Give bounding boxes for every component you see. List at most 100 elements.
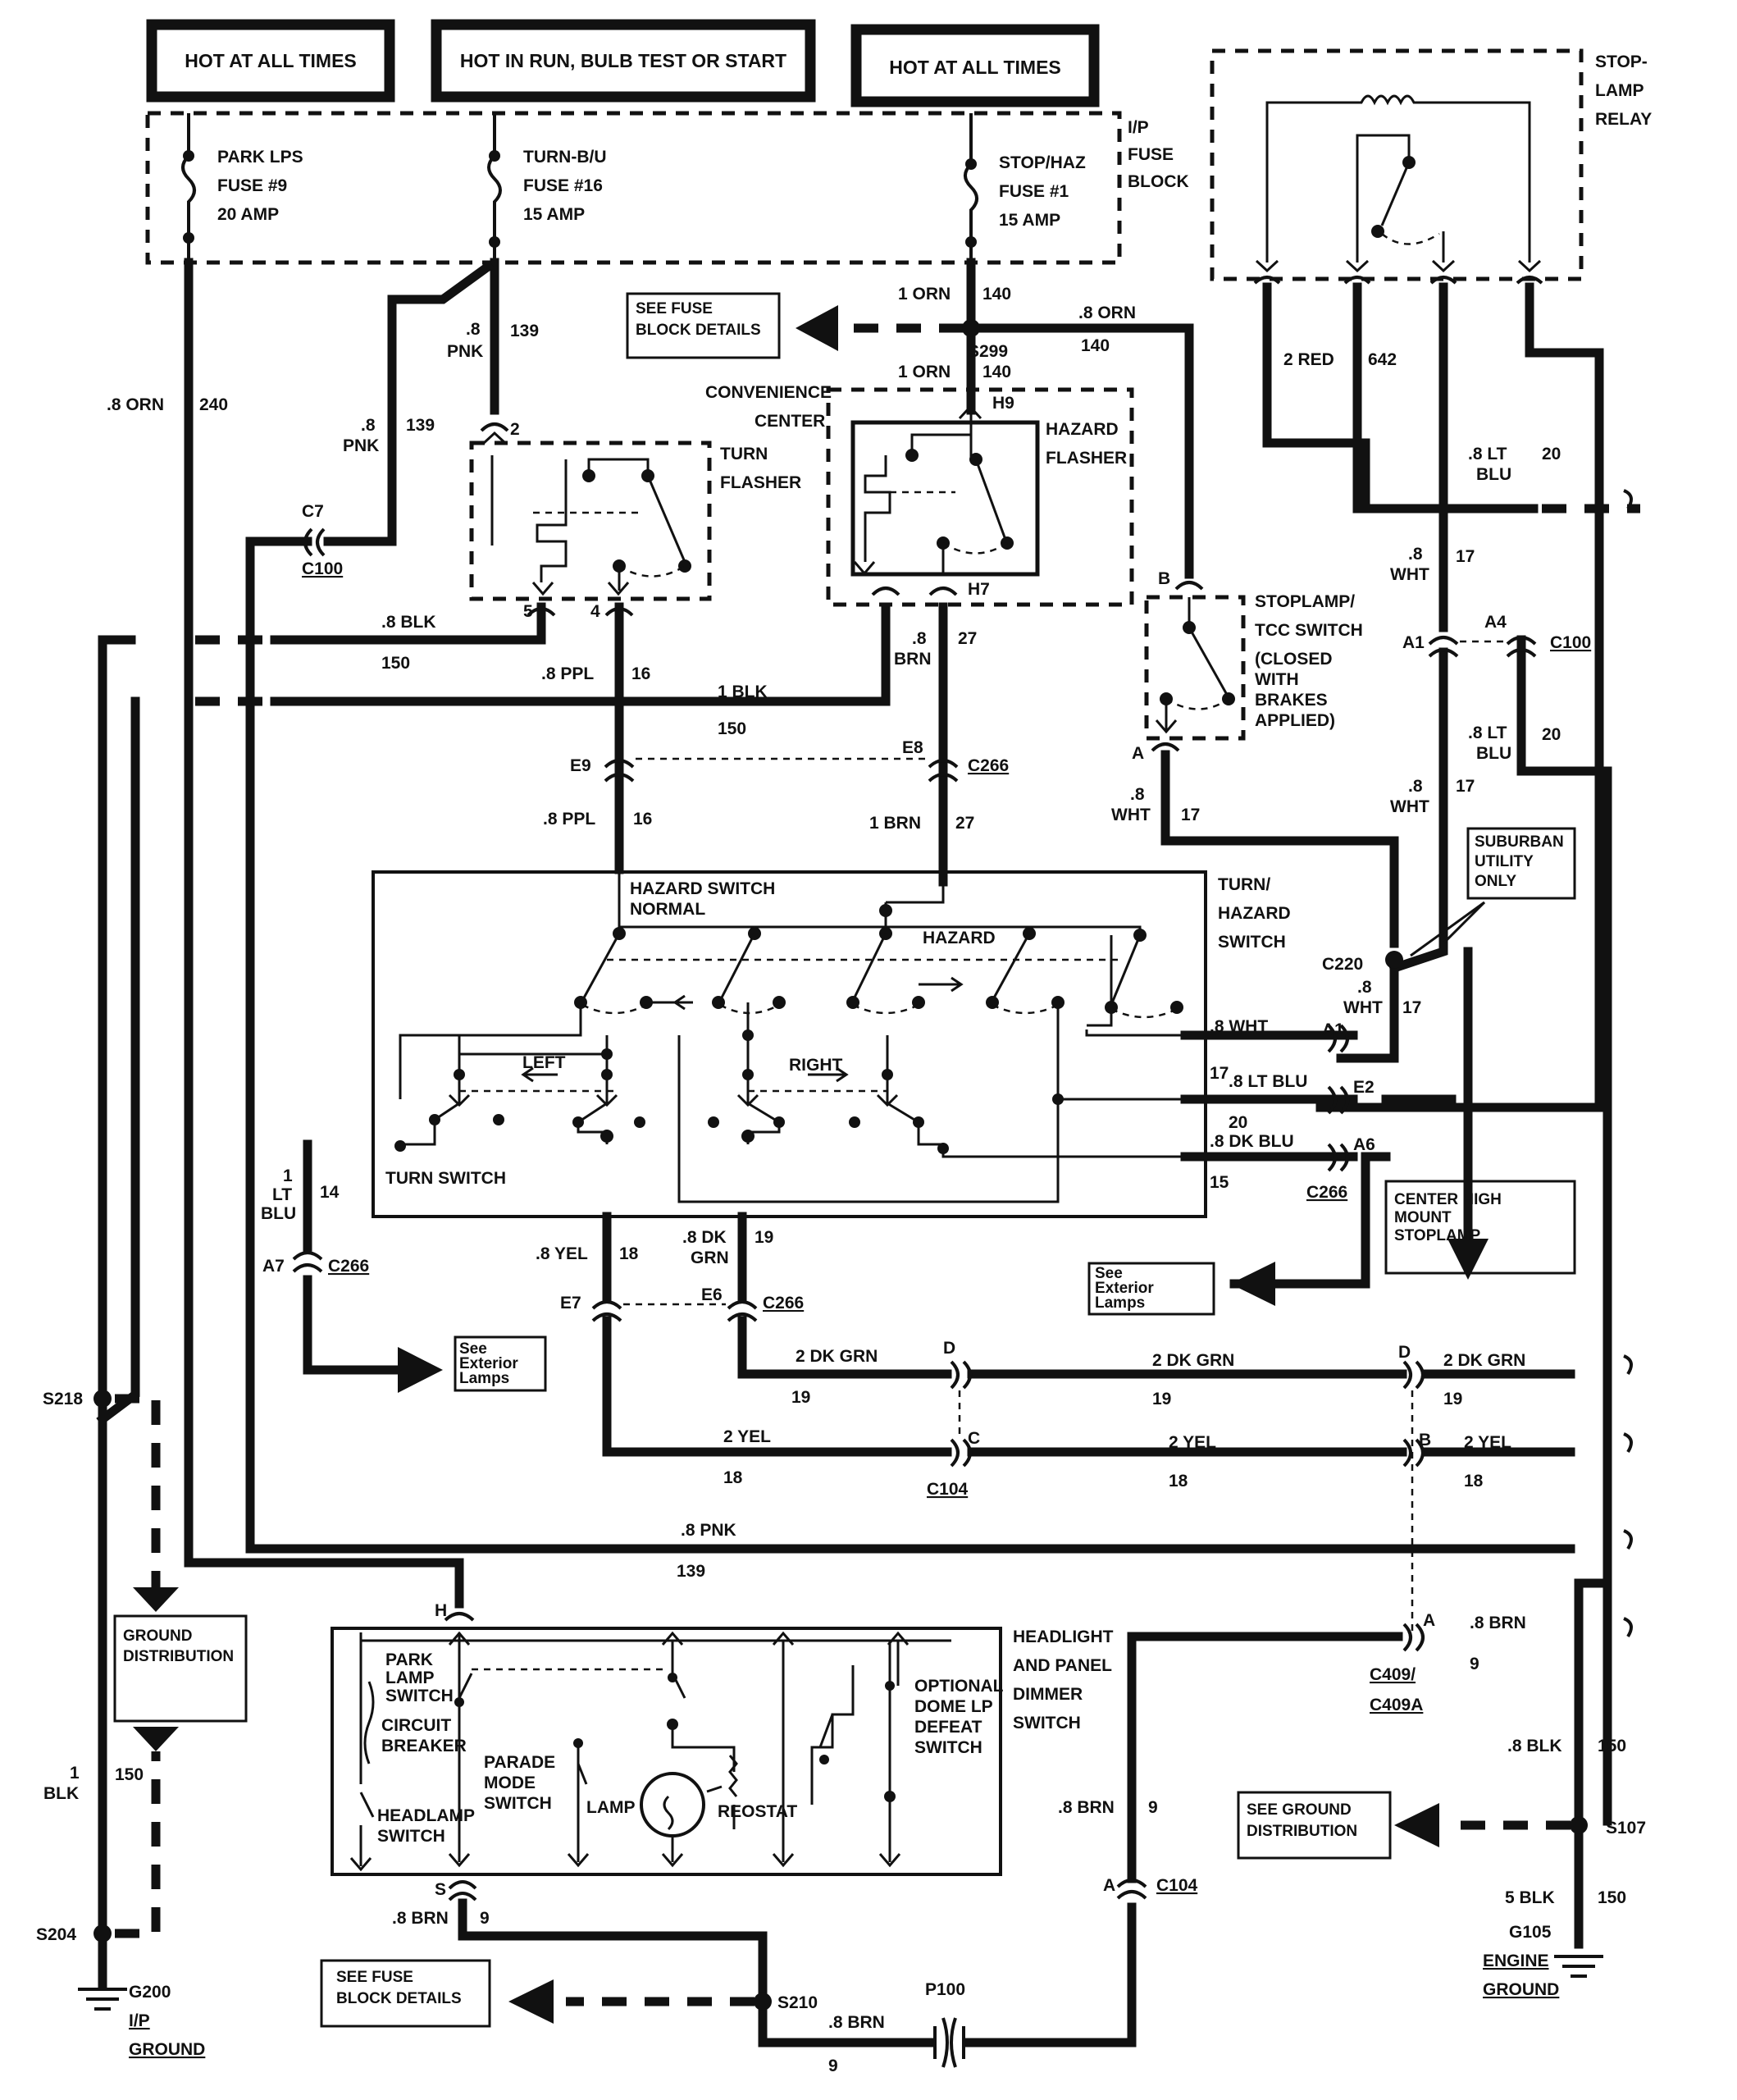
svg-text:BRN: BRN [894,650,932,669]
svg-text:.8 BRN: .8 BRN [392,1909,449,1928]
svg-text:S: S [435,1880,446,1899]
svg-text:ENGINE: ENGINE [1483,1952,1549,1970]
svg-text:C409A: C409A [1370,1696,1423,1714]
svg-text:TURN/: TURN/ [1218,875,1270,894]
svg-text:P100: P100 [925,1980,965,1999]
svg-text:H9: H9 [992,394,1014,413]
svg-text:FUSE #9: FUSE #9 [217,176,287,195]
connector-b-c409 [1402,1438,1425,1468]
g105-ground-symbol [1554,1955,1603,1978]
wire-9-brn-c409 [1127,1632,1403,1883]
svg-text:LAMP: LAMP [1595,81,1644,100]
svg-text:SEE FUSE: SEE FUSE [336,1969,413,1986]
svg-text:BLK: BLK [43,1784,79,1803]
hot-at-all-times-box-1: HOT AT ALL TIMES [146,19,395,103]
svg-text:MODE: MODE [484,1774,536,1792]
svg-text:SWITCH: SWITCH [1013,1714,1081,1732]
svg-text:16: 16 [631,664,650,683]
svg-text:.8 DK: .8 DK [682,1228,727,1247]
stoplamp-tcc-switch: STOPLAMP/ TCC SWITCH (CLOSED WITH BRAKES… [1144,581,1363,752]
svg-text:17: 17 [1210,1064,1229,1083]
wire-continuation-marks [1623,489,1633,1638]
ref-center-high-mount-stoplamp: CENTER HIGH MOUNT STOPLAMP [1384,1180,1576,1275]
flasher-pins-5-4 [527,607,634,617]
svg-text:BRAKES: BRAKES [1255,691,1328,710]
svg-text:GRN: GRN [691,1249,729,1267]
svg-text:2 DK GRN: 2 DK GRN [1443,1351,1525,1370]
svg-text:LAMP: LAMP [586,1798,636,1817]
svg-text:DISTRIBUTION: DISTRIBUTION [1247,1823,1357,1840]
svg-text:17: 17 [1402,998,1421,1017]
svg-text:139: 139 [406,416,435,435]
svg-text:H: H [435,1601,447,1620]
svg-text:5: 5 [523,602,533,621]
wire-150-blk-a [270,602,546,645]
svg-text:9: 9 [1148,1798,1158,1817]
svg-text:1 ORN: 1 ORN [898,285,951,304]
wire-9-brn-right [963,1902,1137,2048]
wire-labels: .8 ORN 240 .8 PNK 139 .8 PNK 139 1 ORN 1… [43,285,1626,2075]
svg-text:BLU: BLU [261,1204,296,1223]
svg-text:CENTER HIGH: CENTER HIGH [1394,1191,1502,1208]
svg-text:FLASHER: FLASHER [720,473,801,492]
svg-text:BLU: BLU [1476,744,1511,763]
stoplamp-relay: STOP- LAMP RELAY [1210,48,1652,285]
svg-text:20 AMP: 20 AMP [217,205,279,224]
svg-text:150: 150 [718,719,746,738]
svg-text:1 ORN: 1 ORN [898,363,951,381]
svg-text:TCC SWITCH: TCC SWITCH [1255,621,1363,640]
wire-139-pnk-long [245,536,1575,1554]
svg-text:S204: S204 [36,1925,76,1944]
svg-text:150: 150 [1598,1888,1626,1907]
svg-text:GROUND: GROUND [123,1628,192,1645]
svg-text:19: 19 [791,1388,810,1407]
svg-text:SWITCH: SWITCH [377,1827,445,1846]
svg-text:HAZARD: HAZARD [1046,420,1119,439]
svg-text:PARADE: PARADE [484,1753,555,1772]
p100-connector [933,2017,965,2068]
svg-text:PARK LPS: PARK LPS [217,148,303,167]
svg-text:HAZARD: HAZARD [1218,904,1291,923]
svg-text:WITH: WITH [1255,670,1299,689]
svg-text:.8: .8 [912,629,927,648]
svg-text:240: 240 [199,395,228,414]
connector-a4 [1506,636,1537,658]
headlight-dimmer-switch: HEADLIGHT AND PANEL DIMMER SWITCH PARK L… [331,1627,1114,1876]
svg-text:E7: E7 [560,1294,581,1312]
svg-text:17: 17 [1456,547,1475,566]
svg-text:WHT: WHT [1343,998,1383,1017]
svg-text:.8 BLK: .8 BLK [381,613,436,632]
ref-ground-distribution-left: GROUND DISTRIBUTION [113,1614,248,1723]
svg-text:.8 BLK: .8 BLK [1507,1737,1562,1755]
svg-text:19: 19 [1443,1390,1462,1408]
svg-text:HOT AT ALL TIMES: HOT AT ALL TIMES [889,57,1061,78]
svg-text:E8: E8 [902,738,923,757]
connector-labels: C7 C100 C100 S299 C266 C220 C266 C266 C2… [36,342,1646,2059]
svg-text:S218: S218 [43,1390,83,1408]
wire-150-blk-vert [98,635,136,1408]
svg-text:17: 17 [1181,806,1200,824]
svg-text:D: D [1398,1343,1411,1362]
svg-text:STOP/HAZ: STOP/HAZ [999,153,1086,172]
svg-text:2 YEL: 2 YEL [723,1427,771,1446]
wire-9-brn-s [458,1898,768,2031]
svg-text:15 AMP: 15 AMP [999,211,1060,230]
svg-text:.8 LT BLU: .8 LT BLU [1229,1072,1307,1091]
svg-text:PNK: PNK [343,436,379,455]
svg-text:C266: C266 [968,756,1009,775]
g200-ground-symbol [78,1988,127,2011]
svg-text:STOP-: STOP- [1595,52,1648,71]
svg-text:See: See [459,1340,487,1358]
svg-text:(CLOSED: (CLOSED [1255,650,1333,669]
wire-17-wht-stoplamp [1160,750,1399,948]
svg-text:.8 YEL: .8 YEL [536,1244,588,1263]
svg-text:AND PANEL: AND PANEL [1013,1656,1112,1675]
svg-text:C266: C266 [1306,1183,1347,1202]
svg-text:139: 139 [677,1562,705,1581]
svg-text:2 DK GRN: 2 DK GRN [796,1347,878,1366]
svg-text:20: 20 [1542,725,1561,744]
svg-text:.8 BRN: .8 BRN [1470,1614,1526,1632]
wire-17-wht-lower [1388,647,1448,974]
svg-text:140: 140 [982,363,1011,381]
